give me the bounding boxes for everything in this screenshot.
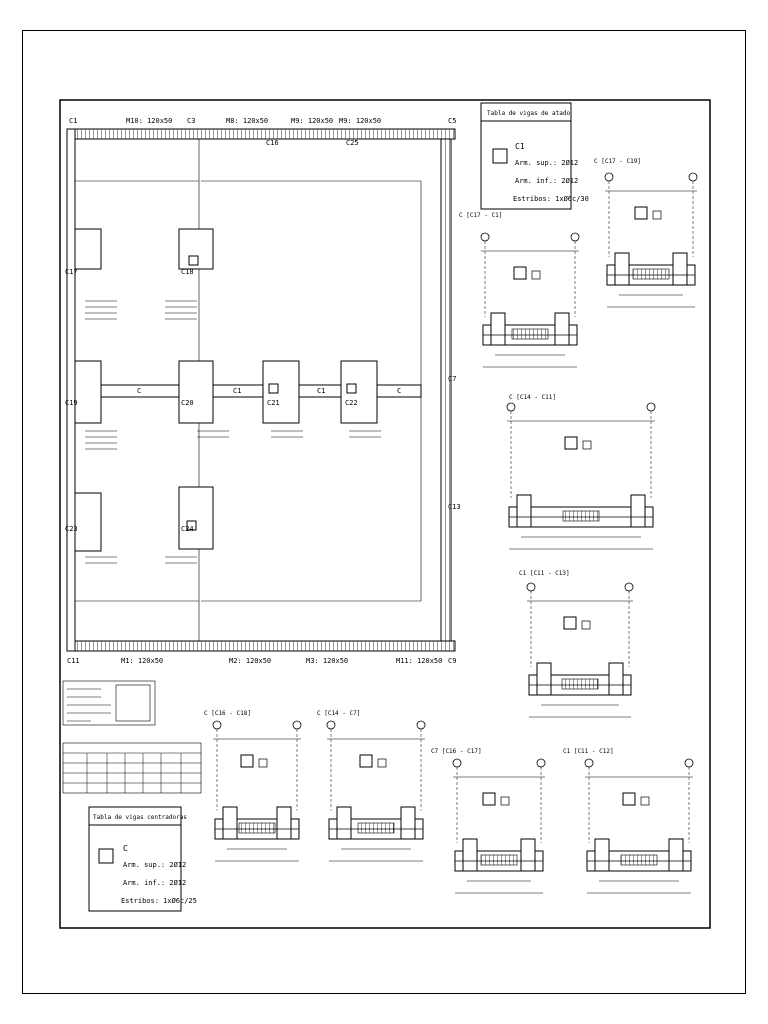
beam-label-bottom: M11: 120x50 — [396, 657, 442, 665]
table-line: Arm. sup.: 2Ø12 — [515, 159, 578, 167]
beam-label-top: M9: 120x50 — [339, 117, 381, 125]
beam-code: C1 — [515, 142, 525, 151]
col-label: C17 — [65, 268, 78, 276]
table-title: Tabla de vigas centradoras — [93, 814, 187, 821]
col-label: C1 — [69, 117, 77, 125]
table-line: Arm. sup.: 2Ø12 — [123, 861, 186, 869]
tie-beam-table: Tabla de vigas de atado C1 Arm. sup.: 2Ø… — [480, 102, 589, 210]
section-title: C [C14 - C7] — [317, 710, 360, 717]
section-details — [212, 172, 698, 894]
col-label: C11 — [67, 657, 80, 665]
foundation-plan: M10: 120x50 M8: 120x50 M9: 120x50 M9: 12… — [65, 117, 461, 665]
beam-tag: C — [137, 387, 141, 395]
col-label: C21 — [267, 399, 280, 407]
col-label: C20 — [181, 399, 194, 407]
beam-label-bottom: M3: 120x50 — [306, 657, 348, 665]
legend-box — [62, 680, 156, 726]
col-label: C5 — [448, 117, 456, 125]
col-label: C3 — [187, 117, 195, 125]
table-line: Arm. inf.: 2Ø12 — [123, 879, 186, 887]
section-title: C [C16 - C18] — [204, 710, 251, 717]
table-line: Estribos: 1xØ6c/25 — [121, 897, 197, 905]
centering-beam-table: Tabla de vigas centradoras C Arm. sup.: … — [88, 806, 197, 912]
table-line: Estribos: 1xØ6c/30 — [513, 195, 589, 203]
section-title: C7 [C16 - C17] — [431, 748, 482, 755]
beam-tag: C1 — [317, 387, 325, 395]
inner-frame — [59, 99, 711, 929]
col-label: C23 — [65, 525, 78, 533]
table-line: Arm. inf.: 2Ø12 — [515, 177, 578, 185]
section-title: C1 [C11 - C12] — [563, 748, 614, 755]
col-label: C24 — [181, 525, 194, 533]
beam-label-bottom: M1: 120x50 — [121, 657, 163, 665]
col-label: C13 — [448, 503, 461, 511]
beam-label-top: M10: 120x50 — [126, 117, 172, 125]
drawing-sheet: M10: 120x50 M8: 120x50 M9: 120x50 M9: 12… — [22, 30, 746, 994]
beam-code: C — [123, 844, 128, 853]
footing-summary-table — [62, 742, 202, 794]
beam-tag: C1 — [233, 387, 241, 395]
section-title: C [C17 - C1] — [459, 212, 502, 219]
beam-tag: C — [397, 387, 401, 395]
section-title: C [C17 - C19] — [594, 158, 641, 165]
col-label: C16 — [266, 139, 279, 147]
beam-label-top: M8: 120x50 — [226, 117, 268, 125]
col-label: C18 — [181, 268, 194, 276]
section-title: C1 [C11 - C13] — [519, 570, 570, 577]
section-title: C [C14 - C11] — [509, 394, 556, 401]
beam-label-bottom: M2: 120x50 — [229, 657, 271, 665]
col-label: C22 — [345, 399, 358, 407]
table-title: Tabla de vigas de atado — [487, 110, 570, 117]
structural-drawing: M10: 120x50 M8: 120x50 M9: 120x50 M9: 12… — [59, 99, 711, 929]
col-label: C9 — [448, 657, 456, 665]
col-label: C19 — [65, 399, 78, 407]
col-label: C7 — [448, 375, 456, 383]
col-label: C25 — [346, 139, 359, 147]
beam-label-top: M9: 120x50 — [291, 117, 333, 125]
